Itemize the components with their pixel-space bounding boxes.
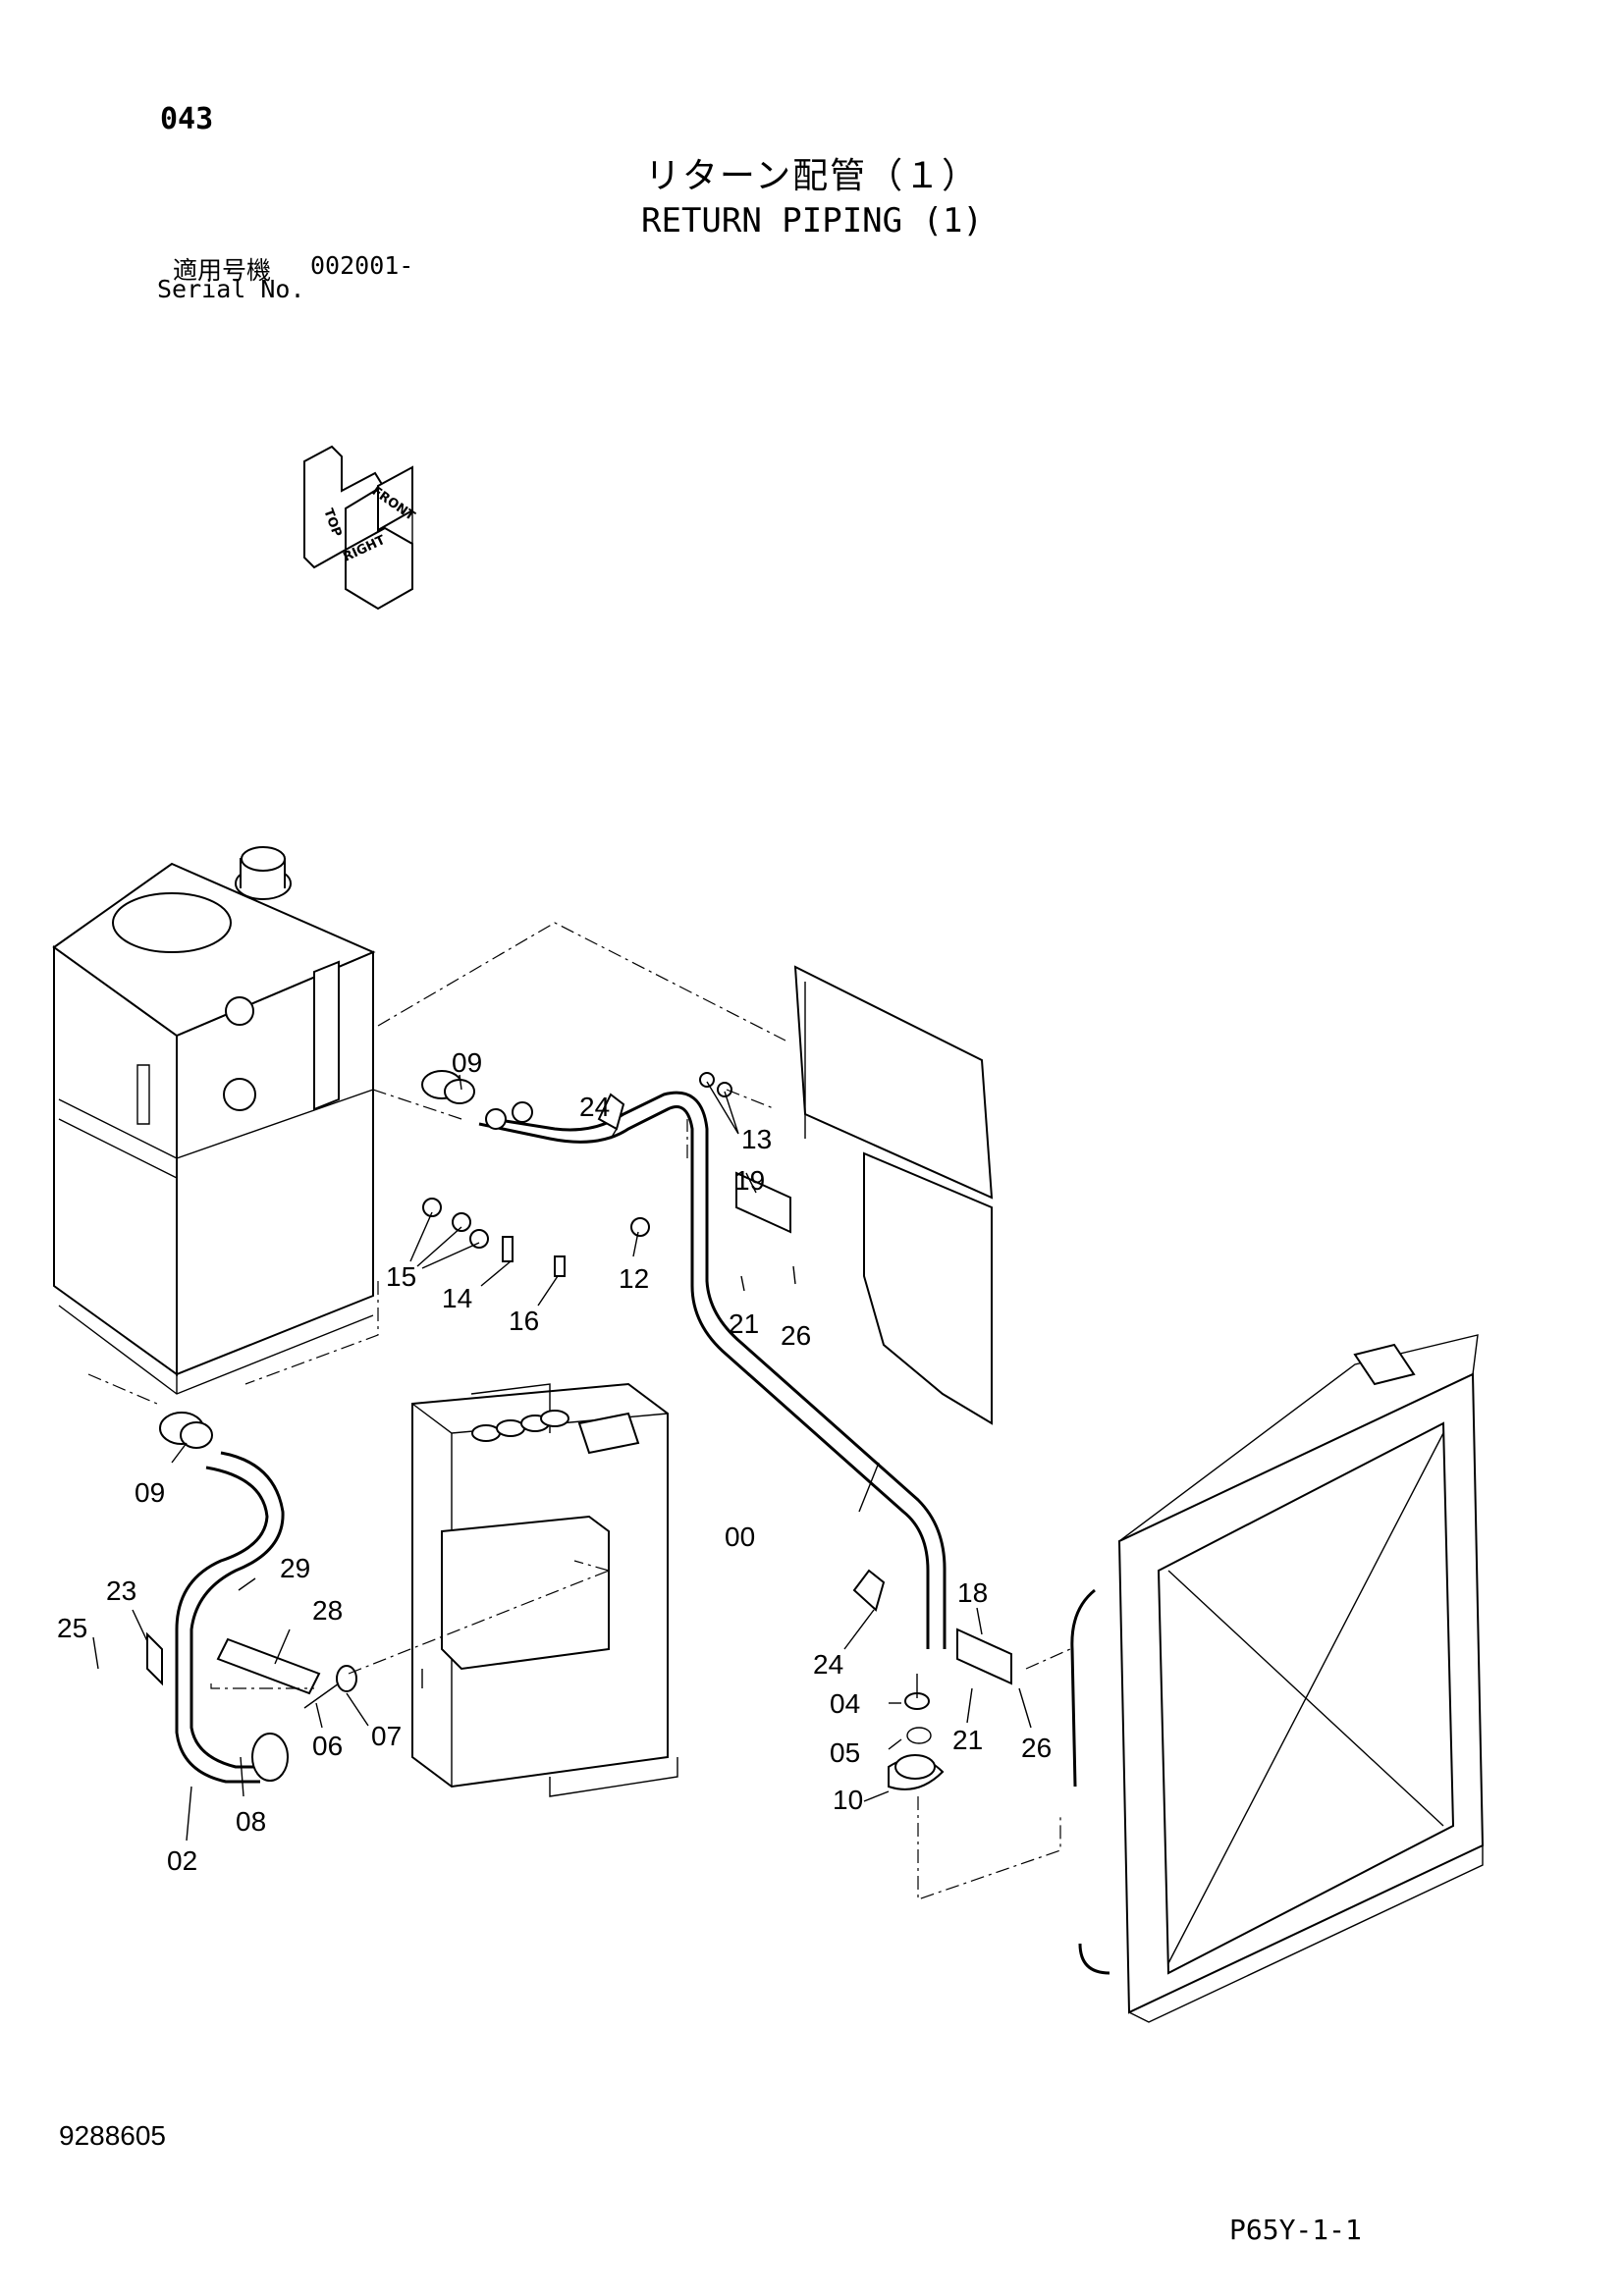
callout-21-lower: 21 [952, 1725, 983, 1755]
callout-18: 18 [957, 1577, 988, 1608]
title-japanese: リターン配管（１） [644, 156, 980, 196]
callout-16: 16 [509, 1306, 539, 1336]
serial-label-english: Serial No. [157, 275, 305, 303]
callout-04: 04 [830, 1688, 860, 1719]
hydraulic-tank [52, 846, 376, 1395]
sheet-reference: P65Y-1-1 [1229, 2214, 1362, 2246]
title-english: RETURN PIPING (1) [641, 201, 983, 240]
callout-15: 15 [386, 1261, 416, 1292]
guard-plate [793, 965, 994, 1425]
leader-lines [92, 1074, 1032, 1842]
callout-00: 00 [725, 1522, 755, 1552]
callout-24-upper: 24 [579, 1092, 610, 1122]
oil-cooler-radiator [1070, 1334, 1485, 2023]
callout-07: 07 [371, 1721, 402, 1751]
callout-10: 10 [833, 1785, 863, 1815]
control-valve-assembly [411, 1382, 678, 1797]
callout-05: 05 [830, 1737, 860, 1768]
callout-06: 06 [312, 1731, 343, 1761]
callout-02: 02 [167, 1845, 197, 1876]
callout-21-upper: 21 [729, 1308, 759, 1339]
callout-25: 25 [57, 1613, 87, 1643]
callout-26-upper: 26 [781, 1320, 811, 1351]
callout-labels: 09 24 13 19 15 14 16 12 21 26 09 00 29 2… [57, 1047, 1052, 1876]
callout-08: 08 [236, 1806, 266, 1837]
drawing-number: 9288605 [59, 2120, 167, 2151]
callout-29: 29 [280, 1553, 310, 1583]
callout-09-upper: 09 [452, 1047, 482, 1078]
return-pipes [175, 1091, 947, 1784]
callout-28: 28 [312, 1595, 343, 1626]
callout-09-lower: 09 [135, 1477, 165, 1508]
callout-24-lower: 24 [813, 1649, 843, 1680]
reference-lines [87, 922, 1071, 1900]
clamps-and-fittings [146, 1070, 1012, 1790]
page-number: 043 [160, 102, 214, 136]
callout-19: 19 [734, 1165, 765, 1196]
orientation-indicator: TOP FRONT RIGHT [303, 445, 417, 611]
serial-label-japanese: 適用号機 [173, 256, 272, 285]
callout-13: 13 [741, 1124, 772, 1154]
callout-14: 14 [442, 1283, 472, 1313]
serial-value: 002001- [310, 251, 414, 280]
callout-23: 23 [106, 1575, 136, 1606]
callout-12: 12 [619, 1263, 649, 1294]
callout-26-lower: 26 [1021, 1733, 1052, 1763]
